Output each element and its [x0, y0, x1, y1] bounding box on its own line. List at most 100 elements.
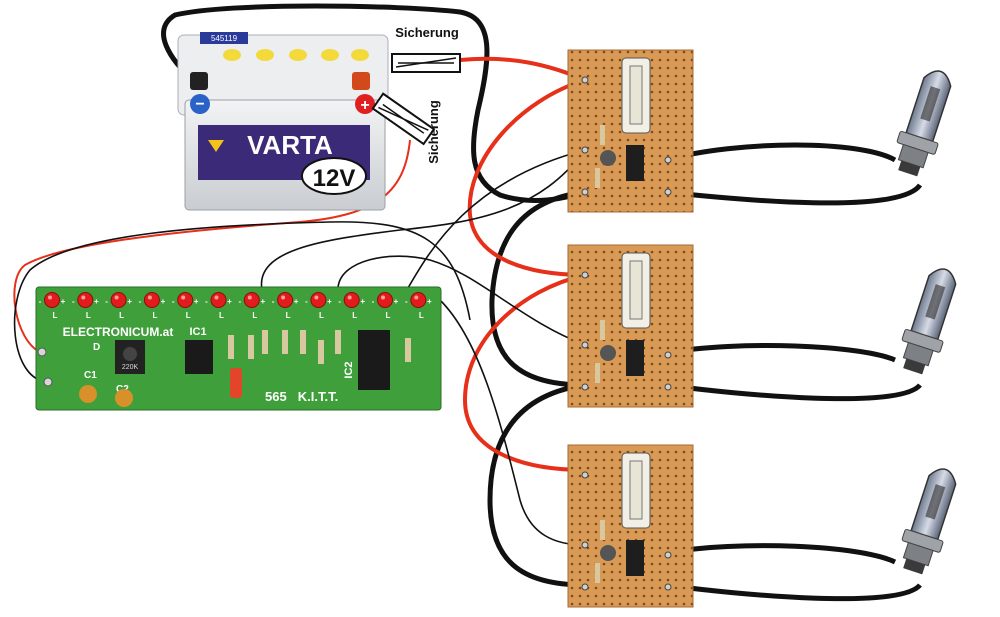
led-pin-label: -: [272, 297, 275, 306]
led-pin-label: L: [319, 311, 324, 320]
ic2-label: IC2: [343, 361, 355, 378]
board-pad: [664, 188, 672, 196]
board-pad: [664, 156, 672, 164]
led-pin-label: -: [305, 297, 308, 306]
pcb-pad-plus: [37, 347, 47, 357]
led-pin-label: L: [53, 311, 58, 320]
led-pin-label: +: [327, 297, 332, 306]
led-pin-label: +: [161, 297, 166, 306]
led-pin-label: -: [338, 297, 341, 306]
pcb-led: - +L: [272, 292, 299, 320]
battery: 545119 − + VARTA 12V: [177, 32, 389, 211]
red-resistor: [230, 368, 242, 398]
battery-model-code: 545119: [211, 34, 238, 43]
led-pin-label: +: [227, 297, 232, 306]
thin-wire-led-1: [260, 149, 586, 291]
pcb-led: -+L: [39, 292, 66, 320]
led-pin-label: L: [286, 311, 291, 320]
halogen-lamps: [896, 70, 957, 575]
pcb-led: -+L: [405, 292, 432, 320]
red-wire-board-2-to-3: [462, 273, 586, 472]
lamp-3: [901, 468, 957, 575]
board-pad: [581, 583, 589, 591]
led-pin-label: L: [119, 311, 124, 320]
battery-minus-symbol: −: [195, 96, 204, 113]
pcb-led: - +L: [105, 292, 132, 320]
pcb-led: - +L: [305, 292, 332, 320]
board-pad: [664, 351, 672, 359]
led-pin-label: L: [86, 311, 91, 320]
ic2-chip: [358, 330, 390, 390]
led-pin-label: -: [105, 297, 108, 306]
board-pad: [581, 188, 589, 196]
red-wire-board-1-to-2: [467, 78, 586, 277]
board-transistor: [600, 545, 616, 561]
fuse-1: Sicherung: [391, 25, 461, 73]
lamp-2: [901, 268, 957, 375]
fuse-2: [371, 92, 436, 146]
black-wire-board-chain-2: [487, 382, 586, 588]
led-pin-label: -: [405, 297, 408, 306]
battery-plus-symbol: +: [360, 97, 369, 114]
ic1-chip: [185, 340, 213, 374]
lamp-1: [896, 70, 952, 177]
board-pad: [581, 471, 589, 479]
thin-wire-led-3: [407, 149, 586, 289]
board-resistor: [600, 320, 605, 340]
pcb-led: -+L: [238, 292, 265, 320]
battery-brand: VARTA: [247, 130, 333, 160]
varta-logo-icon: [208, 140, 224, 152]
led-pin-label: L: [186, 311, 191, 320]
board-resistor: [595, 563, 600, 583]
board-transistor: [600, 150, 616, 166]
board-pad: [664, 551, 672, 559]
battery-minus-cap: [190, 94, 210, 114]
led-pin-label: -: [139, 297, 142, 306]
board-2: [567, 244, 694, 408]
board-resistor: [600, 125, 605, 145]
board-resistor: [600, 520, 605, 540]
red-wire-fuse-to-board-1: [459, 56, 586, 82]
kitt-pcb: -+L-+L-+L-+L-+L-+L-+L-+L-+L-+L-+L-+L ELE…: [35, 286, 442, 411]
board-pad: [581, 341, 589, 349]
thin-wire-led-2: [337, 255, 586, 346]
battery-minus-terminal: [190, 72, 208, 90]
led-pin-label: +: [360, 297, 365, 306]
board-pad: [581, 541, 589, 549]
led-pin-label: +: [394, 297, 399, 306]
black-wire-battery-minus: [161, 3, 586, 204]
led-pin-label: L: [219, 311, 224, 320]
led-pin-label: -: [238, 297, 241, 306]
board-resistor: [595, 168, 600, 188]
led-pin-label: -: [39, 297, 42, 306]
battery-cell-caps: [223, 49, 369, 61]
board-mosfet: [626, 340, 644, 376]
pcb-led: -+L: [72, 292, 99, 320]
board-pad: [581, 271, 589, 279]
led-pin-label: +: [294, 297, 299, 306]
fuse-2-label: Sicherung: [426, 100, 441, 164]
led-pin-label: +: [194, 297, 199, 306]
resistor-row: [228, 330, 411, 364]
board-resistor: [595, 363, 600, 383]
board-pad: [581, 76, 589, 84]
pcb-board: [35, 286, 442, 411]
lamp-wires: [664, 142, 923, 602]
led-pin-label: -: [372, 297, 375, 306]
led-pin-label: +: [260, 297, 265, 306]
pcb-product-label: K.I.T.T.: [298, 389, 338, 404]
thin-wire-pcb-gnd: [13, 221, 471, 383]
driver-boards: [567, 49, 694, 608]
pcb-led: -+L: [372, 292, 399, 320]
pcb-model-label: 565: [265, 389, 287, 404]
battery-plus-terminal: [352, 72, 370, 90]
board-pad: [664, 383, 672, 391]
ic1-label: IC1: [189, 326, 206, 338]
pcb-led: -+L: [172, 292, 199, 320]
board-transistor: [600, 345, 616, 361]
led-pin-label: L: [419, 311, 424, 320]
led-pin-label: +: [127, 297, 132, 306]
pcb-led: -+L: [338, 292, 365, 320]
battery-voltage: 12V: [313, 165, 356, 192]
